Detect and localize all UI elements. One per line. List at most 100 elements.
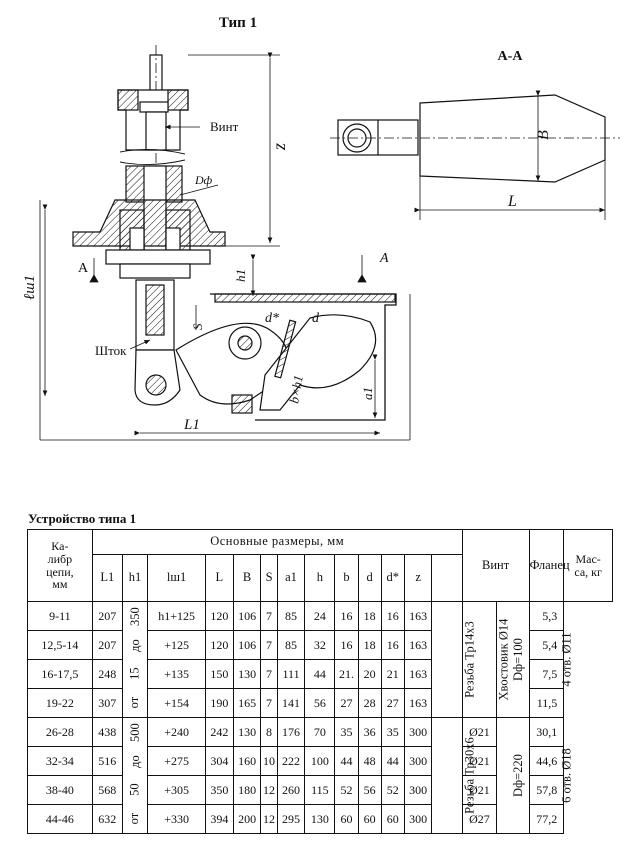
cell-vint-tail: Ø21 [461,717,498,747]
cell-s: 7 [260,688,278,718]
cell-mass: 5,4 [528,630,565,660]
cell-mass: 44,6 [528,746,565,776]
main-view [39,45,411,441]
header-z: z [403,554,433,602]
cell-caliber: 38-40 [27,775,93,805]
label-section-a-left: A [78,261,89,276]
drawing-labels: Винт Шток z Dф A A ℓш1 h1 S d* d b×h1 a1… [22,119,389,433]
cell-vint-thread-group2: Резьба Тр30х6 [431,717,477,834]
cell-caliber: 44-46 [27,804,93,834]
cell-d: 18 [357,601,382,631]
cell-caliber: 12,5-14 [27,630,93,660]
cell-z: 300 [403,717,433,747]
cell-d-star: 44 [380,746,405,776]
cell-a1: 85 [276,601,306,631]
label-l1: L1 [183,417,200,433]
cell-z: 300 [403,804,433,834]
cell-l: 242 [205,717,234,747]
cell-l: 120 [205,601,234,631]
header-d: d [357,554,382,602]
table-row: 9-11 207 350 до 15 от h1+125 120 106 7 8… [27,601,613,718]
header-mass: Мас- са, кг [563,529,613,602]
header-main-dimensions: Основные размеры, мм [91,529,463,555]
header-h: h [304,554,336,602]
cell-a1: 111 [276,659,306,689]
cell-l: 350 [205,775,234,805]
cell-l: 394 [205,804,234,834]
label-h1: h1 [233,269,248,282]
label-b-section: B [535,130,552,140]
flanec-d-text: Dф=100 [511,638,526,681]
cell-s: 12 [260,775,278,805]
cell-lsh1: +330 [147,804,206,834]
label-z: z [269,143,289,151]
h1-group1-from: от [127,696,142,709]
cell-s: 8 [260,717,278,747]
cell-b-width: 106 [232,630,262,660]
cell-a1: 222 [276,746,306,776]
table-row: 26-28 438 500 до 50 от +240 242 130 8 17… [27,717,613,834]
spec-table: Ка- либр цепи, мм Основные размеры, мм В… [27,529,613,834]
header-b: b [334,554,359,602]
cell-caliber: 32-34 [27,746,93,776]
cell-b: 44 [334,746,359,776]
label-s: S [190,323,205,330]
h1-group2-to: до [127,754,142,768]
vint-tail-text: Хвостовик Ø14 [495,618,510,701]
label-d-star: d* [265,311,279,326]
cell-h: 44 [304,659,336,689]
cell-vint-tail: Ø21 [461,775,498,805]
label-l-sh1: ℓш1 [22,275,38,300]
h1-group1-to: до [127,638,142,652]
cell-lsh1: +125 [147,630,206,660]
cell-z: 163 [403,659,433,689]
table-row: 44-46 632 +330 394 200 12 295 130 60 60 … [27,804,613,834]
cell-z: 163 [403,601,433,631]
header-b-width: B [232,554,262,602]
cell-b-width: 165 [232,688,262,718]
cell-b: 35 [334,717,359,747]
cell-vint-tail-group1: Хвостовик Ø14 [461,601,510,718]
label-bxh1: b×h1 [286,374,306,404]
cell-lsh1: +305 [147,775,206,805]
cell-d: 36 [357,717,382,747]
cell-flanec-group1: Dф=100 4 отв. Ø11 [496,601,574,718]
cell-l1: 207 [91,601,123,631]
cell-l1: 516 [91,746,123,776]
label-shtok: Шток [95,343,127,358]
vint-thread-text: Резьба Тр14х3 [463,621,478,698]
cell-mass: 30,1 [528,717,565,747]
label-d-flange: Dф [194,173,213,187]
cell-l: 120 [205,630,234,660]
cell-a1: 176 [276,717,306,747]
cell-s: 12 [260,804,278,834]
header-s: S [260,554,278,602]
cell-s: 7 [260,630,278,660]
table-row: 12,5-14 207 +125 120 106 7 85 32 16 18 1… [27,630,613,660]
cell-lsh1: +240 [147,717,206,747]
cell-z: 163 [403,688,433,718]
header-d-star: d* [380,554,405,602]
cell-l1: 438 [91,717,123,747]
cell-b-width: 106 [232,601,262,631]
flanec-holes-text: 6 отв. Ø18 [559,748,574,803]
cell-l1: 568 [91,775,123,805]
table-caption: Устройство типа 1 [28,511,137,526]
cell-d: 20 [357,659,382,689]
cell-b: 52 [334,775,359,805]
cell-z: 163 [403,630,433,660]
header-flanec: Фланец [528,529,570,602]
cell-h: 115 [304,775,336,805]
cell-b-width: 130 [232,659,262,689]
cell-b: 16 [334,601,359,631]
cell-a1: 295 [276,804,306,834]
cell-mass: 77,2 [528,804,565,834]
cell-l: 190 [205,688,234,718]
cell-d: 18 [357,630,382,660]
header-l1: L1 [91,554,123,602]
flanec-holes-text: 4 отв. Ø11 [559,632,574,687]
cell-h: 100 [304,746,336,776]
cell-l: 150 [205,659,234,689]
cell-mass: 57,8 [528,775,565,805]
header-caliber: Ка- либр цепи, мм [27,529,93,602]
